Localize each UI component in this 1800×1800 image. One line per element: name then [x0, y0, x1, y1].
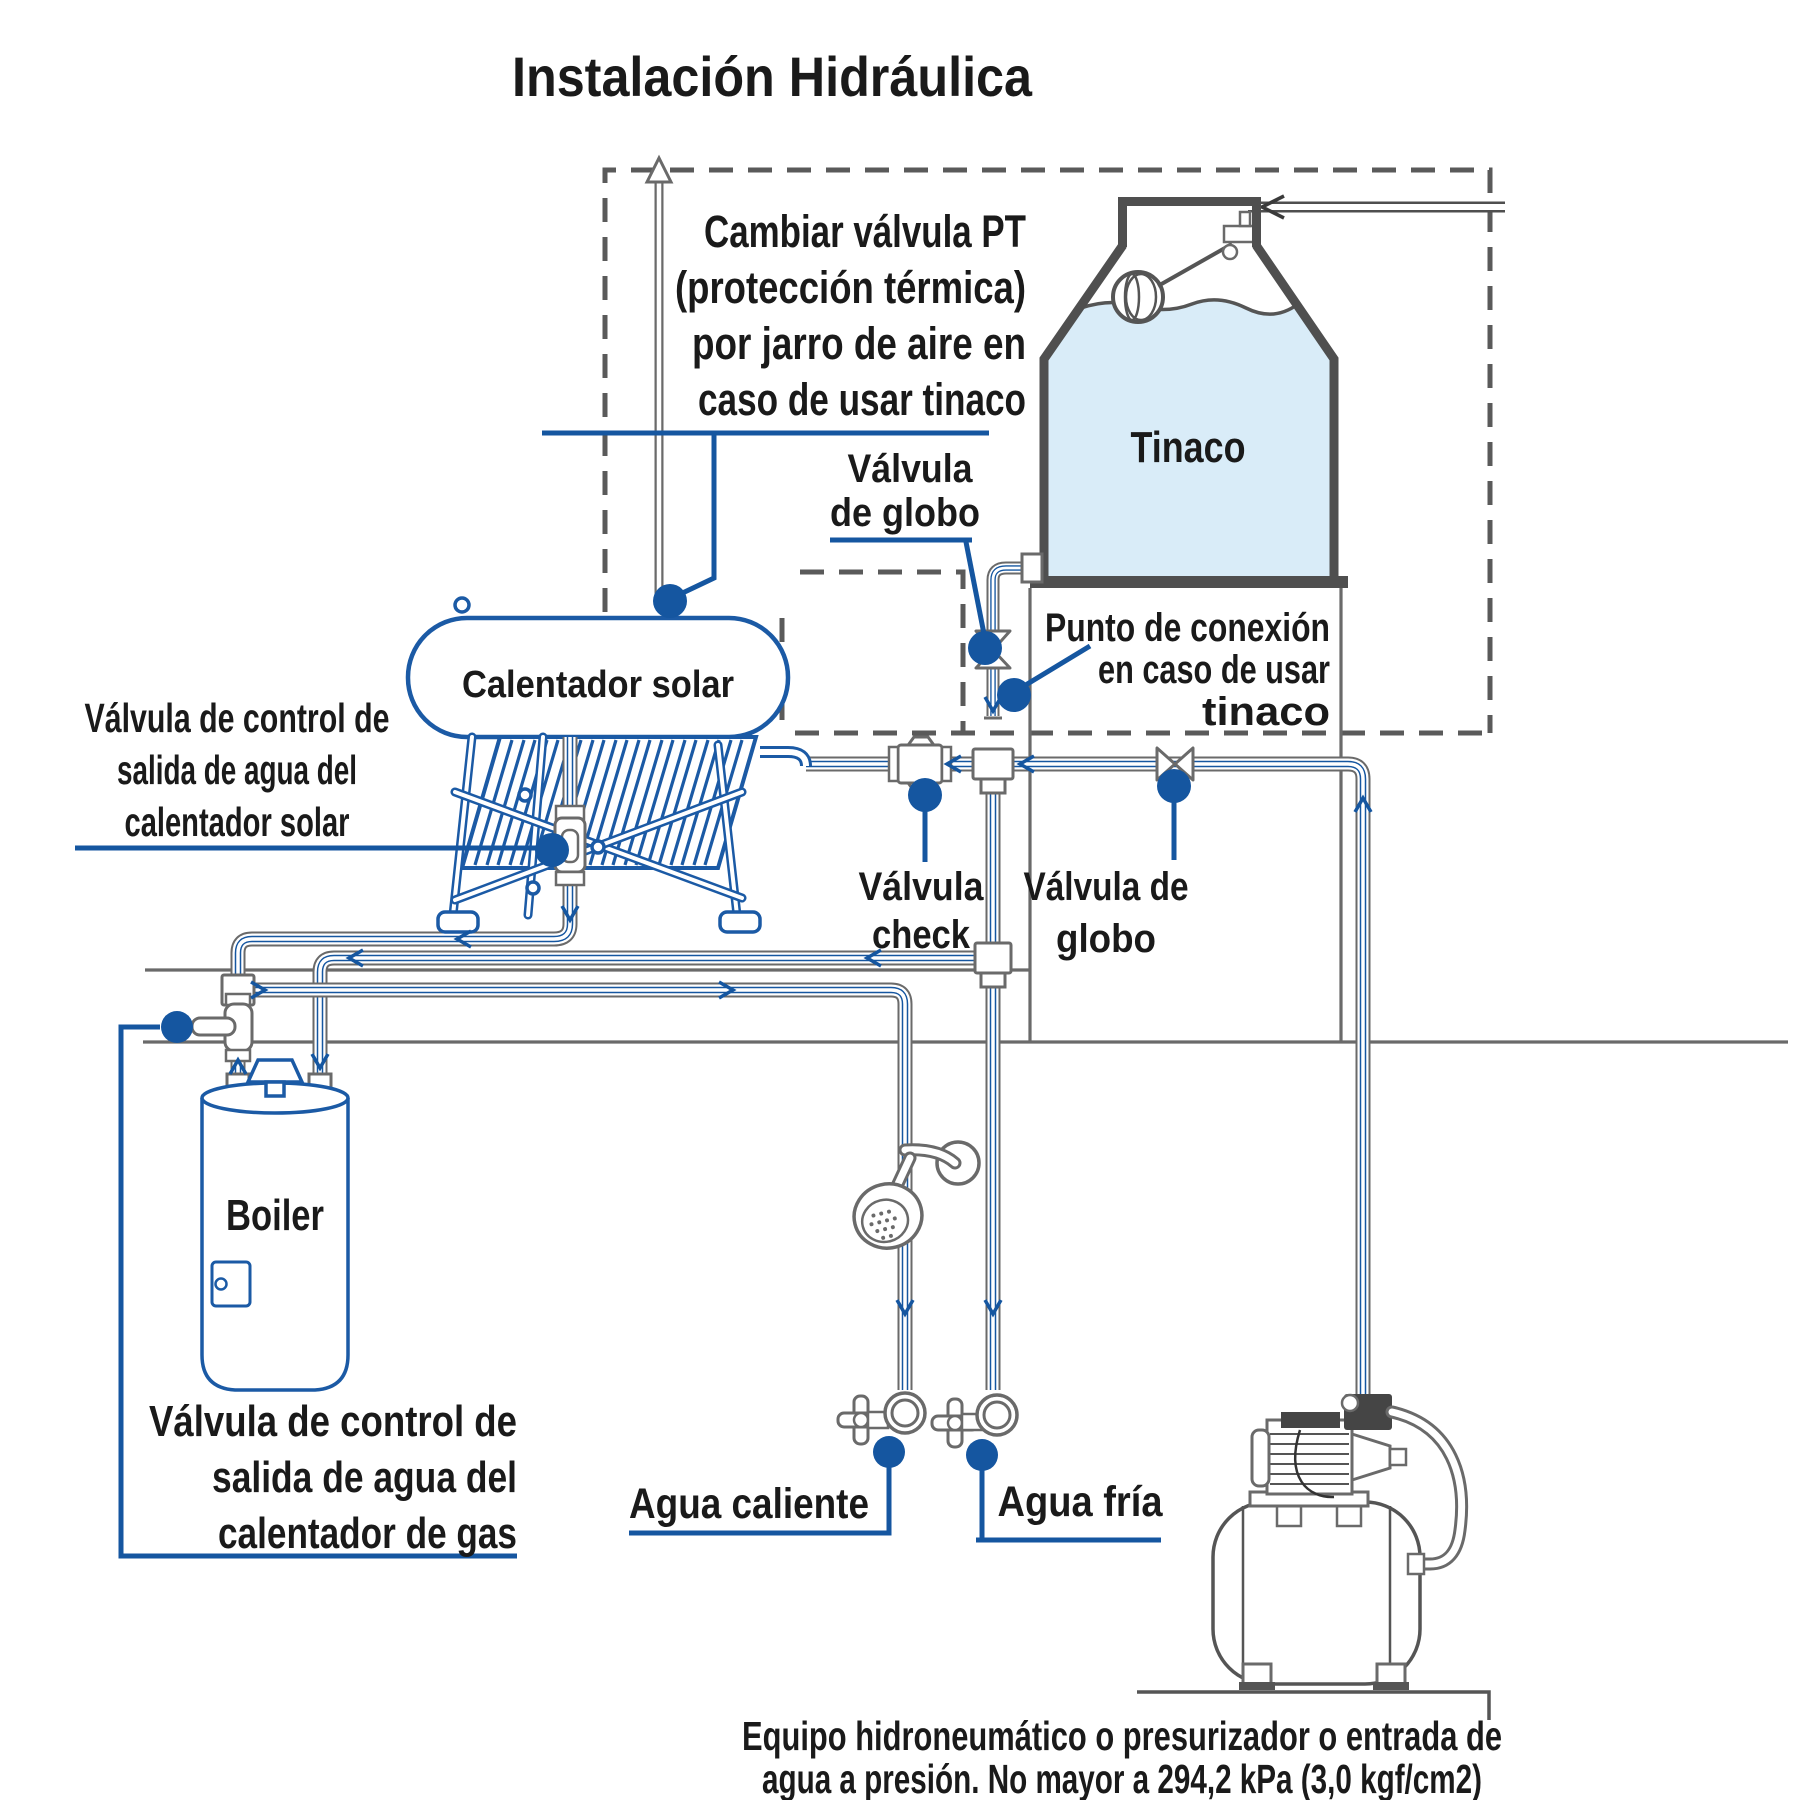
float-arm [1157, 242, 1233, 288]
flow-arrows [228, 696, 1373, 1318]
building-lines [143, 588, 1788, 1720]
svg-text:(protección térmica): (protección térmica) [675, 262, 1026, 313]
label-agua-fria: Agua fría [998, 1478, 1164, 1526]
svg-text:salida de agua del: salida de agua del [212, 1453, 517, 1502]
float-valve [1221, 210, 1256, 261]
float-ball [1111, 270, 1165, 324]
svg-text:calentador de gas: calentador de gas [218, 1509, 517, 1558]
label-valvula-check: Válvula check [859, 865, 985, 957]
label-tinaco: Tinaco [1131, 423, 1246, 472]
svg-text:caso de usar tinaco: caso de usar tinaco [698, 374, 1026, 425]
boiler-door [210, 1260, 252, 1308]
water-fill [1044, 299, 1334, 578]
svg-text:por jarro de aire en: por jarro de aire en [692, 318, 1026, 369]
jarro-de-aire-pipe [644, 154, 674, 600]
shower-head [852, 1182, 924, 1250]
svg-text:Punto de conexión: Punto de conexión [1045, 606, 1330, 650]
solar-inlet-elbow [760, 746, 812, 767]
label-caption: Equipo hidroneumático o presurizador o e… [742, 1713, 1502, 1800]
svg-text:calentador solar: calentador solar [125, 799, 350, 845]
label-boiler: Boiler [226, 1191, 324, 1240]
label-agua-caliente: Agua caliente [629, 1480, 869, 1528]
tinaco-fill-pipe [1248, 194, 1505, 220]
boiler-vent-cap [245, 1058, 305, 1084]
faucet-hot [836, 1391, 927, 1446]
svg-text:Equipo hidroneumático o presur: Equipo hidroneumático o presurizador o e… [742, 1713, 1502, 1759]
svg-text:de globo: de globo [830, 491, 980, 535]
solar-vent [453, 596, 471, 614]
pump-unit [1211, 1393, 1469, 1690]
svg-text:tinaco: tinaco [1202, 690, 1330, 734]
pump-motor [1265, 1418, 1354, 1496]
label-cambiar-valvula-pt: Cambiar válvula PT (protección térmica) … [675, 206, 1026, 425]
pipe-cold-branch-boiler [320, 958, 993, 1082]
svg-text:Válvula: Válvula [859, 865, 985, 909]
svg-text:Válvula de control de: Válvula de control de [149, 1397, 517, 1446]
svg-text:Cambiar válvula PT: Cambiar válvula PT [704, 206, 1026, 257]
svg-text:Válvula: Válvula [848, 447, 974, 491]
label-calentador-solar: Calentador solar [462, 664, 734, 706]
faucet-cold [930, 1393, 1019, 1449]
pipe-supply-and-riser [806, 764, 1363, 1397]
tank-bottom [1030, 576, 1348, 588]
label-valvula-globo-lower: Válvula de globo [1024, 865, 1189, 961]
solar-stand [436, 732, 762, 934]
pipe-tinaco-outlet [984, 568, 1030, 718]
label-valvula-control-gas: Válvula de control de salida de agua del… [149, 1397, 517, 1558]
svg-text:salida de agua del: salida de agua del [117, 747, 357, 793]
svg-text:globo: globo [1056, 917, 1156, 961]
label-valvula-control-solar: Válvula de control de salida de agua del… [85, 695, 390, 845]
label-valvula-globo-upper: Válvula de globo [830, 447, 980, 535]
page-title: Instalación Hidráulica [512, 45, 1033, 108]
inlet-arrow [1258, 194, 1285, 220]
svg-text:Válvula de: Válvula de [1024, 865, 1189, 909]
leader-lines [75, 430, 1191, 1559]
tinaco-tank [1030, 197, 1348, 588]
svg-text:en caso de usar: en caso de usar [1098, 648, 1330, 692]
boiler [200, 1058, 350, 1392]
shower [852, 1140, 981, 1250]
boiler-control-valve [190, 992, 254, 1063]
label-punto-conexion: Punto de conexión en caso de usar tinaco [1045, 606, 1330, 734]
solar-heater [405, 596, 812, 939]
svg-text:check: check [872, 913, 971, 957]
svg-text:Válvula de control de: Válvula de control de [85, 695, 390, 741]
svg-text:agua a presión. No mayor a 294: agua a presión. No mayor a 294,2 kPa (3,… [762, 1756, 1482, 1800]
